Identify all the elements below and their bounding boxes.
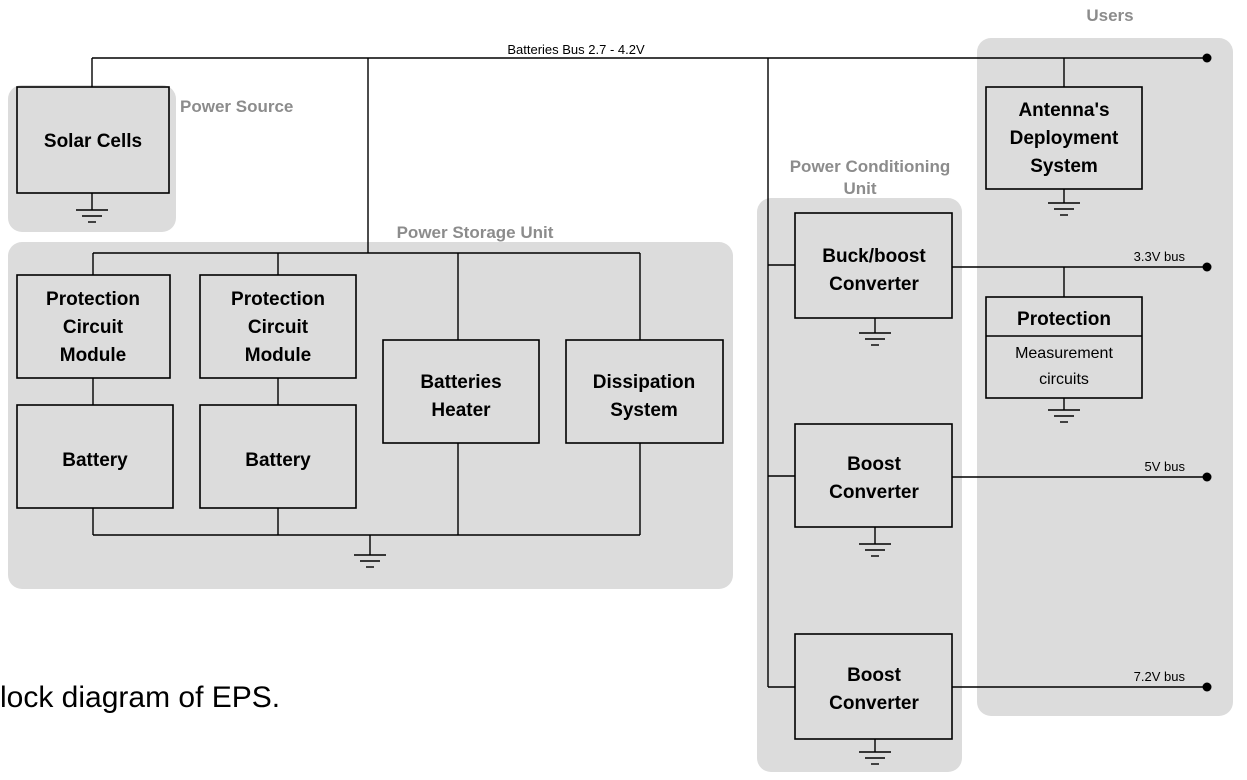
ground-symbol (1048, 202, 1080, 216)
svg-text:Battery: Battery (62, 450, 128, 471)
group-label-users: Users (1086, 6, 1133, 25)
block-solar-cells: Solar Cells (16, 86, 170, 194)
svg-text:Protection: Protection (1017, 309, 1111, 330)
bus-terminal-3v3 (1202, 262, 1212, 272)
group-label-power-storage: Power Storage Unit (397, 223, 554, 242)
ground-symbol (354, 554, 386, 568)
svg-text:Circuit: Circuit (248, 317, 309, 338)
svg-text:Batteries: Batteries (420, 372, 501, 393)
svg-text:Converter: Converter (829, 482, 919, 503)
svg-text:Battery: Battery (245, 450, 311, 471)
svg-text:Converter: Converter (829, 274, 919, 295)
svg-text:Deployment: Deployment (1010, 128, 1119, 149)
svg-text:Module: Module (60, 345, 127, 366)
bus-terminal-7v2 (1202, 682, 1212, 692)
block-dissipation-system: Dissipation System (565, 339, 724, 444)
svg-text:Protection: Protection (231, 289, 325, 310)
svg-text:Heater: Heater (431, 400, 491, 421)
bus-terminal-main (1202, 53, 1212, 63)
block-protection-circuit-module-2: Protection Circuit Module (199, 274, 357, 379)
block-battery-1: Battery (16, 404, 174, 509)
svg-text:Circuit: Circuit (63, 317, 124, 338)
svg-text:Antenna's: Antenna's (1018, 100, 1109, 121)
block-protection-measurement: Protection Measurement circuits (985, 296, 1143, 399)
group-label-power-source: Power Source (180, 97, 293, 116)
group-power-storage (8, 242, 733, 589)
svg-text:Dissipation: Dissipation (593, 372, 695, 393)
block-batteries-heater: Batteries Heater (382, 339, 540, 444)
bus-label-3v3: 3.3V bus (1134, 249, 1186, 264)
bus-label-main: Batteries Bus 2.7 - 4.2V (507, 42, 645, 57)
wiring (91, 57, 1207, 752)
svg-text:Boost: Boost (847, 454, 902, 475)
svg-text:Module: Module (245, 345, 312, 366)
ground-symbol (1048, 409, 1080, 423)
block-protection-circuit-module-1: Protection Circuit Module (16, 274, 171, 379)
block-buck-boost-converter: Buck/boost Converter (794, 212, 953, 319)
bus-terminal-5v (1202, 472, 1212, 482)
group-label-conditioning-2: Unit (843, 179, 876, 198)
bus-label-7v2: 7.2V bus (1134, 669, 1186, 684)
ground-symbol (859, 332, 891, 346)
ground-symbol (76, 209, 108, 223)
ground-symbol (859, 543, 891, 557)
block-boost-converter-1: Boost Converter (794, 423, 953, 528)
figure-caption: lock diagram of EPS. (0, 681, 280, 714)
ground-symbol (859, 751, 891, 765)
svg-text:Boost: Boost (847, 665, 902, 686)
svg-text:System: System (610, 400, 678, 421)
block-antenna-deployment-system: Antenna's Deployment System (985, 86, 1143, 190)
svg-text:Buck/boost: Buck/boost (822, 246, 926, 267)
bus-label-5v: 5V bus (1145, 459, 1186, 474)
svg-text:System: System (1030, 156, 1098, 177)
svg-text:Converter: Converter (829, 693, 919, 714)
block-battery-2: Battery (199, 404, 357, 509)
svg-text:Solar Cells: Solar Cells (44, 131, 142, 152)
svg-text:circuits: circuits (1039, 371, 1089, 388)
block-boost-converter-2: Boost Converter (794, 633, 953, 740)
group-label-conditioning-1: Power Conditioning (790, 157, 951, 176)
svg-text:Protection: Protection (46, 289, 140, 310)
svg-text:Measurement: Measurement (1015, 345, 1113, 362)
